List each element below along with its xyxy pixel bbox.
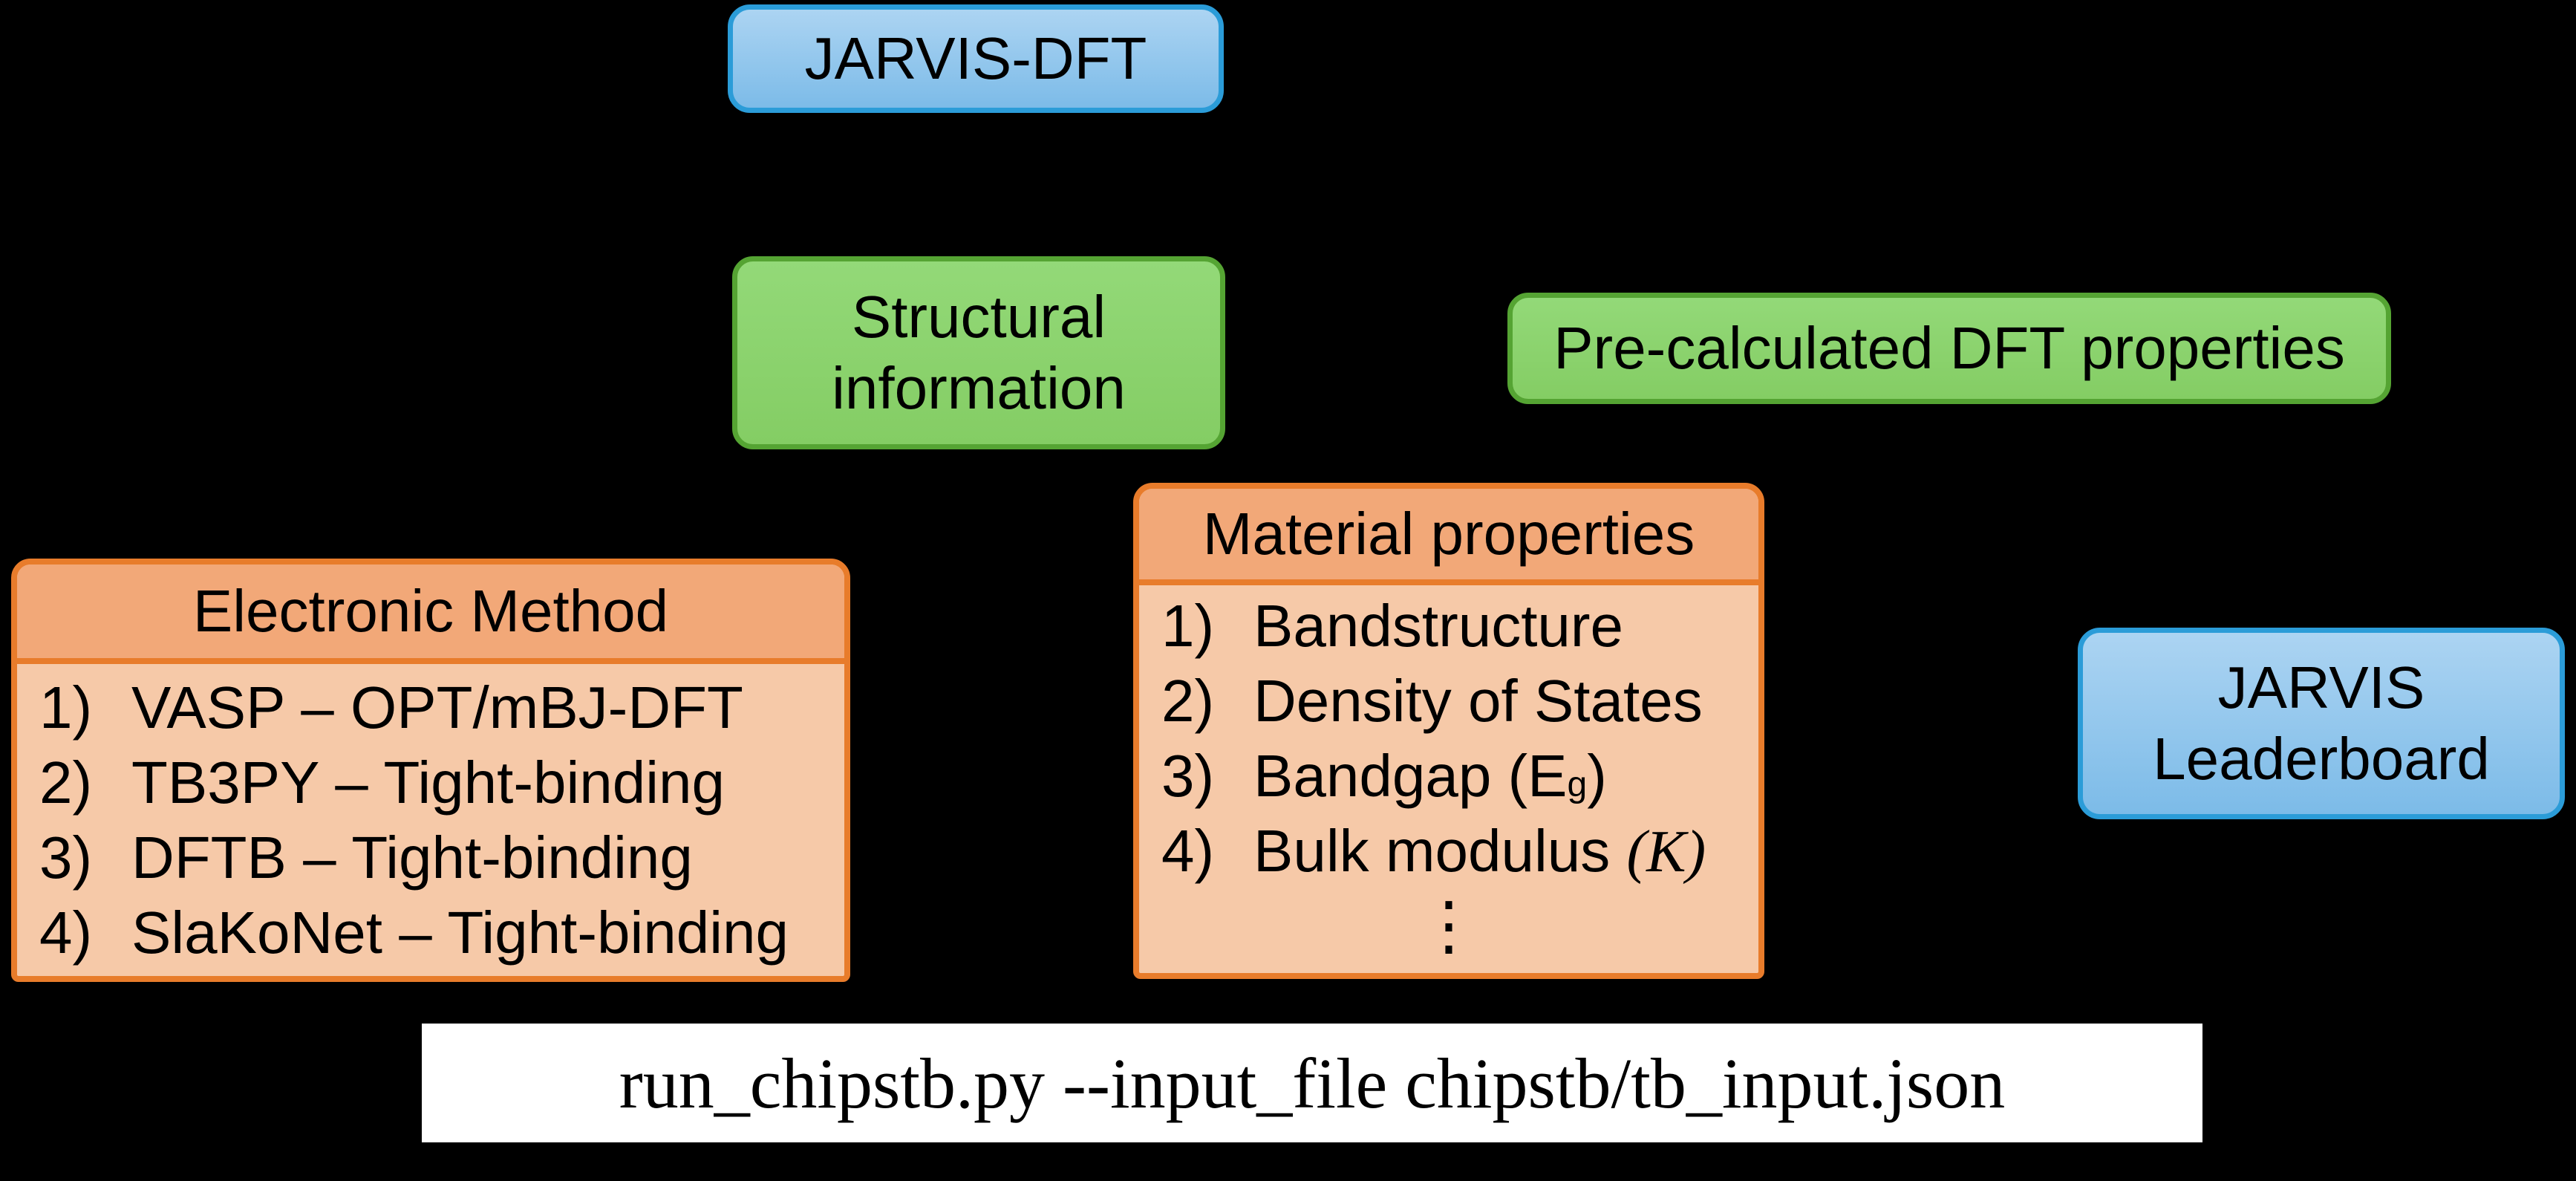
material-properties-list: 1) Bandstructure 2) Density of States 3)… xyxy=(1139,585,1758,972)
bandgap-close-paren: ) xyxy=(1587,743,1607,809)
list-item: 2) TB3PY – Tight-binding xyxy=(17,745,844,820)
bulk-modulus-text: Bulk modulus xyxy=(1253,818,1627,884)
list-item-text: Bandgap (Eg) xyxy=(1253,738,1607,813)
bulk-modulus-symbol: (K) xyxy=(1626,819,1706,885)
precalculated-dft-properties-box: Pre-calculated DFT properties xyxy=(1507,293,2391,404)
electronic-method-list: 1) VASP – OPT/mBJ-DFT 2) TB3PY – Tight-b… xyxy=(17,664,844,970)
jarvis-leaderboard-line2: Leaderboard xyxy=(2153,726,2490,792)
vertical-ellipsis: ⋮ xyxy=(1416,887,1481,963)
list-item: 1) VASP – OPT/mBJ-DFT xyxy=(17,670,844,745)
list-item-text: Bandstructure xyxy=(1253,593,1624,659)
list-item-text: DFTB – Tight-binding xyxy=(131,824,693,891)
structural-information-box: Structural information xyxy=(732,256,1225,449)
command-text: run_chipstb.py --input_file chipstb/tb_i… xyxy=(619,1043,2006,1123)
electronic-method-panel: Electronic Method 1) VASP – OPT/mBJ-DFT … xyxy=(11,559,850,982)
material-properties-header: Material properties xyxy=(1139,489,1758,585)
list-item-text: Bulk modulus (K) xyxy=(1253,813,1706,890)
list-item: 2) Density of States xyxy=(1139,663,1758,738)
list-item: 3) DFTB – Tight-binding xyxy=(17,820,844,895)
list-item-number: 1) xyxy=(39,674,93,741)
list-item: 4) SlaKoNet – Tight-binding xyxy=(17,895,844,970)
precalculated-dft-properties-label: Pre-calculated DFT properties xyxy=(1553,315,2345,381)
material-properties-panel: Material properties 1) Bandstructure 2) … xyxy=(1133,483,1764,979)
bandgap-subscript: g xyxy=(1567,765,1588,804)
list-item-text: SlaKoNet – Tight-binding xyxy=(131,899,789,966)
list-item: 3) Bandgap (Eg) xyxy=(1139,738,1758,813)
list-item-text: Density of States xyxy=(1253,668,1703,734)
list-item: 1) Bandstructure xyxy=(1139,588,1758,663)
jarvis-leaderboard-line1: JARVIS xyxy=(2217,654,2425,720)
material-properties-title: Material properties xyxy=(1202,501,1695,567)
jarvis-leaderboard-box: JARVIS Leaderboard xyxy=(2078,628,2565,819)
structural-information-line1: Structural xyxy=(851,284,1106,350)
list-item-number: 2) xyxy=(1161,668,1215,734)
command-box: run_chipstb.py --input_file chipstb/tb_i… xyxy=(422,1024,2202,1142)
list-item-text: VASP – OPT/mBJ-DFT xyxy=(131,674,743,741)
list-item-number: 4) xyxy=(39,899,93,966)
list-item-number: 1) xyxy=(1161,593,1215,659)
list-item-number: 3) xyxy=(1161,743,1215,809)
list-item-text: TB3PY – Tight-binding xyxy=(131,749,725,816)
jarvis-dft-box: JARVIS-DFT xyxy=(728,4,1224,113)
list-item: 4) Bulk modulus (K) xyxy=(1139,813,1758,888)
electronic-method-header: Electronic Method xyxy=(17,565,844,664)
list-item-number: 4) xyxy=(1161,818,1215,884)
bandgap-text: Bandgap (E xyxy=(1253,743,1568,809)
structural-information-line2: information xyxy=(832,355,1126,421)
jarvis-dft-label: JARVIS-DFT xyxy=(804,25,1147,91)
list-item-number: 2) xyxy=(39,749,93,816)
list-item-number: 3) xyxy=(39,824,93,891)
electronic-method-title: Electronic Method xyxy=(192,578,669,644)
